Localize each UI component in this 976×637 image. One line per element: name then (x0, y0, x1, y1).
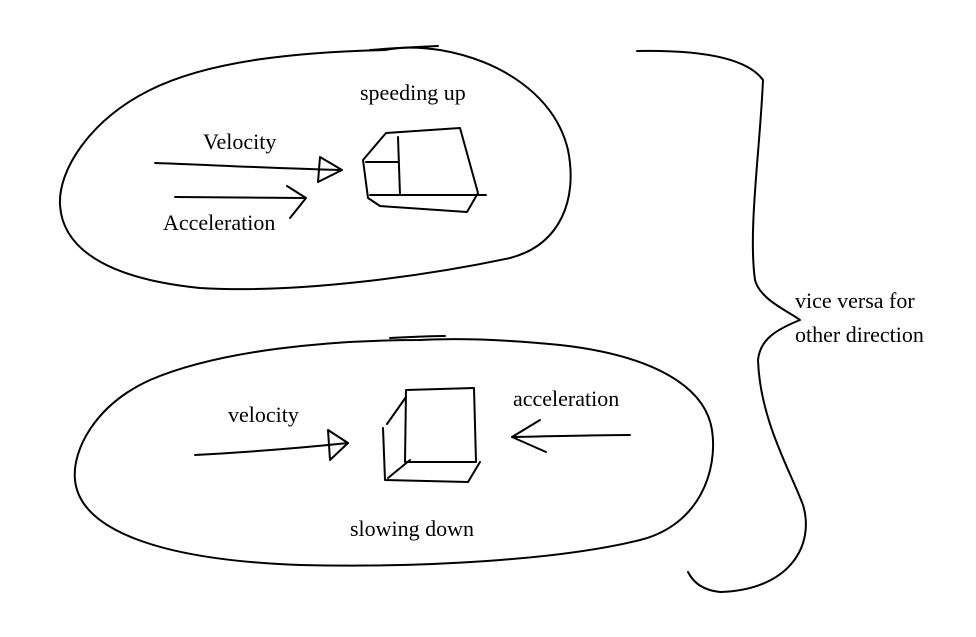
slowing-down-caption: slowing down (350, 516, 474, 541)
bottom-ellipse-overlap-stroke (389, 335, 446, 339)
curly-brace (636, 49, 807, 593)
acceleration-label-bottom: acceleration (513, 386, 619, 411)
acceleration-arrow-top (174, 185, 307, 219)
speeding-up-group: speeding up Velocity Acceleration (58, 45, 572, 291)
box-bottom (382, 387, 481, 483)
top-ellipse-overlap-stroke (369, 45, 439, 51)
velocity-label-top: Velocity (203, 129, 276, 154)
acceleration-arrow-bottom (511, 419, 631, 453)
speeding-up-caption: speeding up (360, 80, 466, 105)
brace-note-line1: vice versa for (795, 288, 915, 313)
brace-note-line2: other direction (795, 322, 924, 347)
velocity-label-bottom: velocity (228, 402, 299, 427)
velocity-arrow-top (154, 156, 343, 183)
bottom-ellipse-outline (73, 338, 714, 567)
slowing-down-group: velocity acceleration slowing down (73, 335, 714, 567)
velocity-arrow-bottom (194, 429, 349, 461)
acceleration-label-top: Acceleration (163, 210, 275, 235)
top-ellipse-outline (58, 46, 572, 291)
curly-brace-group: vice versa for other direction (636, 49, 924, 593)
box-top (362, 127, 487, 213)
